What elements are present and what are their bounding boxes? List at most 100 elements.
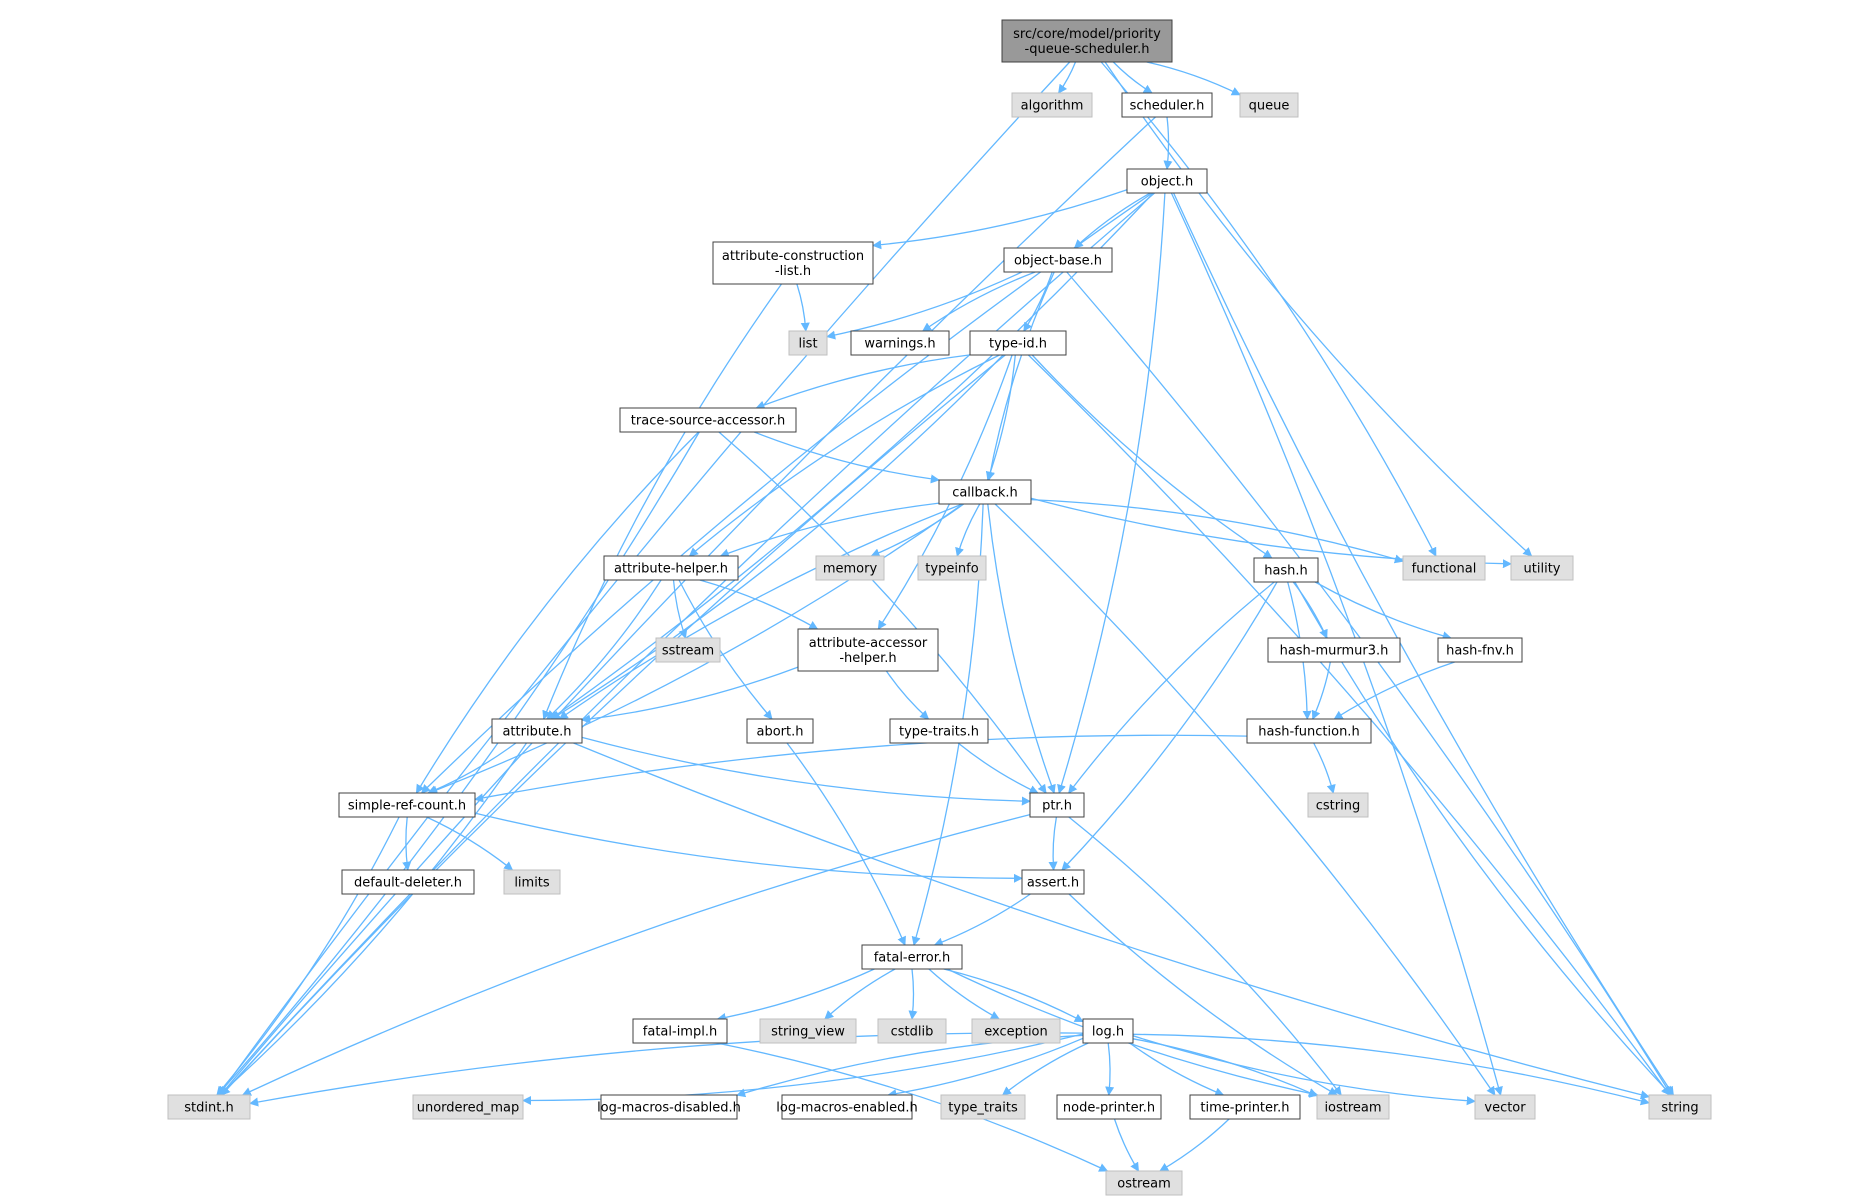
node-typeid[interactable]: type-id.h bbox=[969, 330, 1067, 356]
node-box bbox=[1029, 792, 1085, 818]
edge-hashfn-to-cstring bbox=[1313, 742, 1336, 794]
node-lmd[interactable]: log-macros-disabled.h bbox=[597, 1094, 741, 1120]
node-box bbox=[877, 1018, 947, 1044]
edge-hash-to-ptr bbox=[1068, 581, 1275, 794]
edge-object-to-vector bbox=[1170, 192, 1503, 1096]
edge-root-to-algorithm bbox=[1058, 61, 1077, 94]
node-cstdlib: cstdlib bbox=[877, 1018, 947, 1044]
node-label: time-printer.h bbox=[1200, 1101, 1289, 1116]
node-lme[interactable]: log-macros-enabled.h bbox=[776, 1094, 918, 1120]
edge-attrhelper-to-sstream bbox=[672, 579, 688, 639]
edge-attribute-to-ptr bbox=[581, 736, 1031, 806]
edge-objbase-to-typeid bbox=[1023, 271, 1053, 332]
edge-fatal-to-fatalimpl bbox=[716, 968, 875, 1022]
edge-acl-to-list bbox=[796, 283, 810, 332]
edge-callback-to-memory bbox=[870, 503, 965, 558]
node-label: scheduler.h bbox=[1130, 99, 1205, 114]
node-box bbox=[167, 1094, 251, 1120]
node-box bbox=[1648, 1094, 1712, 1120]
edge-callback-to-utility bbox=[1030, 497, 1512, 569]
node-label: typeinfo bbox=[925, 562, 978, 577]
edge-typeid-to-string bbox=[1027, 354, 1671, 1096]
node-box bbox=[600, 1094, 738, 1120]
node-tp[interactable]: time-printer.h bbox=[1189, 1094, 1301, 1120]
node-label: trace-source-accessor.h bbox=[631, 414, 785, 429]
edge-fatal-to-cstdlib bbox=[908, 968, 918, 1020]
node-callback[interactable]: callback.h bbox=[938, 479, 1032, 505]
edge-object-to-attribute bbox=[549, 192, 1154, 720]
node-box bbox=[1121, 92, 1213, 118]
node-fatal[interactable]: fatal-error.h bbox=[861, 944, 963, 970]
edge-log-to-type_traits bbox=[1001, 1042, 1089, 1096]
node-aah[interactable]: attribute-accessor-helper.h bbox=[797, 628, 939, 672]
node-label: exception bbox=[984, 1025, 1048, 1040]
node-box bbox=[619, 407, 797, 433]
node-hashfn[interactable]: hash-function.h bbox=[1246, 718, 1372, 744]
edge-fatalimpl-to-ostream bbox=[716, 1042, 1109, 1172]
edge-log-to-stdint bbox=[249, 1032, 1084, 1107]
node-label: attribute-helper.h bbox=[614, 562, 728, 577]
edge-aah-to-typetraitsh bbox=[885, 670, 930, 720]
node-box bbox=[759, 1018, 857, 1044]
node-box bbox=[917, 555, 987, 581]
edge-attrhelper-to-aah bbox=[699, 579, 819, 630]
node-assert[interactable]: assert.h bbox=[1021, 869, 1085, 895]
node-hash[interactable]: hash.h bbox=[1253, 557, 1319, 583]
node-fnv[interactable]: hash-fnv.h bbox=[1437, 637, 1523, 663]
edge-callback-to-attrhelper bbox=[719, 502, 940, 558]
node-root[interactable]: src/core/model/priority-queue-scheduler.… bbox=[1001, 19, 1173, 63]
node-objbase[interactable]: object-base.h bbox=[1003, 247, 1113, 273]
edge-log-to-unordered_map bbox=[522, 1033, 1084, 1106]
node-label: stdint.h bbox=[184, 1101, 233, 1116]
node-cstring: cstring bbox=[1307, 792, 1369, 818]
node-functional: functional bbox=[1402, 555, 1486, 581]
node-label: algorithm bbox=[1021, 99, 1084, 114]
node-label: hash-function.h bbox=[1258, 725, 1359, 740]
node-src[interactable]: simple-ref-count.h bbox=[338, 792, 476, 818]
node-log[interactable]: log.h bbox=[1082, 1018, 1134, 1044]
node-memory: memory bbox=[815, 555, 885, 581]
edge-root-to-functional bbox=[1100, 61, 1437, 557]
edge-src-to-stdint bbox=[216, 816, 400, 1096]
node-tsa[interactable]: trace-source-accessor.h bbox=[619, 407, 797, 433]
node-label: -queue-scheduler.h bbox=[1025, 42, 1150, 57]
node-attrhelper[interactable]: attribute-helper.h bbox=[603, 555, 739, 581]
node-box bbox=[1056, 1094, 1162, 1120]
edge-objbase-to-string bbox=[1066, 271, 1672, 1096]
node-label: iostream bbox=[1324, 1101, 1381, 1116]
node-string: string bbox=[1648, 1094, 1712, 1120]
edge-attribute-to-stdint bbox=[218, 742, 528, 1096]
edge-object-to-stdint bbox=[220, 192, 1156, 1096]
node-iostream: iostream bbox=[1316, 1094, 1390, 1120]
node-box bbox=[788, 330, 828, 356]
edge-typeid-to-attrhelper bbox=[688, 354, 1000, 557]
node-scheduler[interactable]: scheduler.h bbox=[1121, 92, 1213, 118]
edge-root-to-queue bbox=[1146, 61, 1241, 96]
node-box bbox=[1474, 1094, 1536, 1120]
node-typetraitsh[interactable]: type-traits.h bbox=[889, 718, 989, 744]
node-abort[interactable]: abort.h bbox=[746, 718, 814, 744]
node-box bbox=[1021, 869, 1085, 895]
node-warnings[interactable]: warnings.h bbox=[850, 330, 950, 356]
node-object[interactable]: object.h bbox=[1126, 168, 1208, 194]
node-box bbox=[1001, 19, 1173, 63]
edge-log-to-lme bbox=[887, 1037, 1084, 1099]
edge-log-to-iostream bbox=[1132, 1038, 1318, 1097]
node-label: fatal-error.h bbox=[874, 951, 951, 966]
node-ptr[interactable]: ptr.h bbox=[1029, 792, 1085, 818]
node-acl[interactable]: attribute-construction-list.h bbox=[712, 241, 874, 285]
edge-np-to-ostream bbox=[1113, 1118, 1140, 1172]
node-label: vector bbox=[1484, 1101, 1526, 1116]
node-box bbox=[1105, 1170, 1183, 1196]
edge-aah-to-attribute bbox=[581, 666, 799, 724]
node-box bbox=[1267, 637, 1401, 663]
node-label: default-deleter.h bbox=[354, 876, 462, 891]
node-np[interactable]: node-printer.h bbox=[1056, 1094, 1162, 1120]
node-attribute[interactable]: attribute.h bbox=[491, 718, 583, 744]
node-dd[interactable]: default-deleter.h bbox=[341, 869, 475, 895]
node-murmur[interactable]: hash-murmur3.h bbox=[1267, 637, 1401, 663]
node-fatalimpl[interactable]: fatal-impl.h bbox=[632, 1018, 728, 1044]
edge-abort-to-fatal bbox=[786, 742, 906, 946]
edge-attribute-to-string bbox=[573, 742, 1650, 1100]
